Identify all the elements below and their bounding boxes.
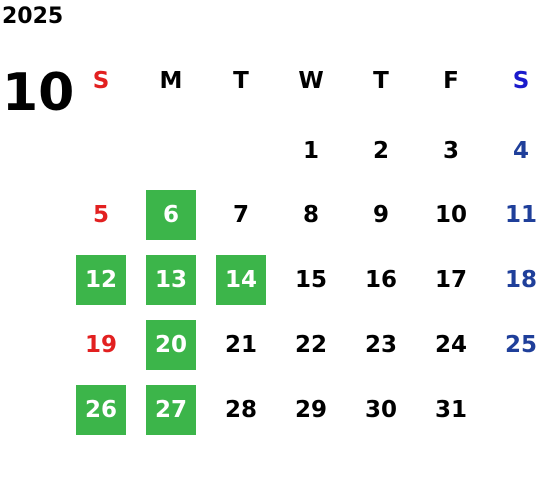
weekday-header: M	[159, 68, 183, 94]
calendar-day: 18	[504, 267, 537, 293]
calendar-day: 8	[302, 202, 319, 228]
calendar-day: 19	[84, 332, 117, 358]
calendar-day: 28	[224, 397, 257, 423]
weekday-header: S	[92, 68, 110, 94]
calendar-day-highlighted: 26	[76, 385, 126, 435]
calendar-day-highlighted: 12	[76, 255, 126, 305]
calendar-day: 10	[434, 202, 467, 228]
weekday-header: T	[233, 68, 249, 94]
calendar-day: 29	[294, 397, 327, 423]
calendar-day: 17	[434, 267, 467, 293]
calendar-day: 22	[294, 332, 327, 358]
calendar-day: 15	[294, 267, 327, 293]
calendar-day: 21	[224, 332, 257, 358]
calendar-day: 25	[504, 332, 537, 358]
calendar-day: 7	[232, 202, 249, 228]
calendar-day: 5	[92, 202, 109, 228]
calendar-day: 4	[512, 138, 529, 164]
calendar-day: 3	[442, 138, 459, 164]
calendar-day: 24	[434, 332, 467, 358]
weekday-header: F	[443, 68, 459, 94]
calendar-day-highlighted: 13	[146, 255, 196, 305]
calendar-day-highlighted: 27	[146, 385, 196, 435]
weekday-header: W	[298, 68, 324, 94]
calendar-day-highlighted: 6	[146, 190, 196, 240]
weekday-header: S	[512, 68, 530, 94]
calendar-day: 16	[364, 267, 397, 293]
calendar-day: 2	[372, 138, 389, 164]
weekday-header: T	[373, 68, 389, 94]
calendar-day: 31	[434, 397, 467, 423]
calendar-day-highlighted: 20	[146, 320, 196, 370]
calendar-day: 23	[364, 332, 397, 358]
month-label: 10	[2, 63, 75, 123]
calendar-day: 9	[372, 202, 389, 228]
calendar-day: 30	[364, 397, 397, 423]
calendar-day-highlighted: 14	[216, 255, 266, 305]
year-label: 2025	[2, 4, 64, 29]
calendar-day: 1	[302, 138, 319, 164]
calendar-day: 11	[504, 202, 537, 228]
